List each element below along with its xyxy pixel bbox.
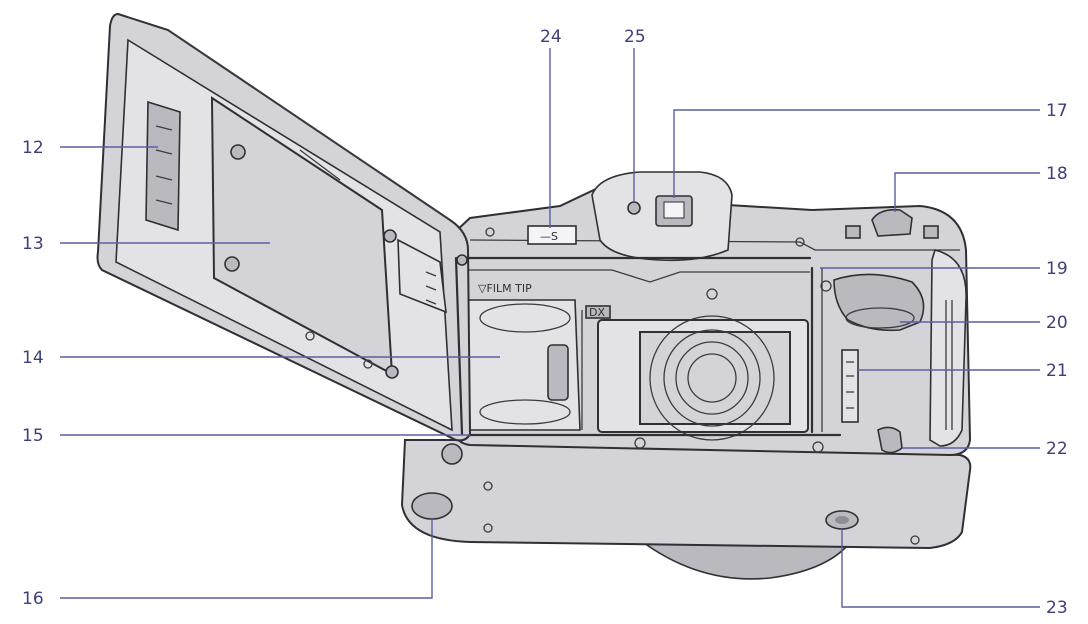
back-cover-latch bbox=[877, 426, 903, 454]
callout-25: 25 bbox=[624, 27, 646, 47]
leader-23 bbox=[841, 530, 1040, 608]
callout-13: 13 bbox=[22, 234, 44, 254]
callout-20: 20 bbox=[1046, 313, 1068, 333]
svg-text:DX: DX bbox=[589, 306, 605, 319]
leader-lines bbox=[60, 48, 1040, 608]
data-back-panel bbox=[145, 100, 181, 232]
film-detect-switch bbox=[841, 349, 859, 423]
rewind-button bbox=[871, 208, 913, 237]
leader-18 bbox=[894, 172, 1040, 212]
led-indicator bbox=[627, 201, 641, 215]
lens-rings bbox=[649, 315, 775, 441]
film-tip-marking: ▽FILM TIP bbox=[478, 282, 532, 295]
callout-14: 14 bbox=[22, 348, 44, 368]
callout-17: 17 bbox=[1046, 101, 1068, 121]
leader-16 bbox=[60, 520, 433, 599]
callout-24: 24 bbox=[540, 27, 562, 47]
dx-contacts bbox=[585, 305, 611, 319]
leader-17 bbox=[673, 109, 1040, 198]
callout-16: 16 bbox=[22, 589, 44, 609]
battery-cover bbox=[411, 492, 453, 520]
callout-22: 22 bbox=[1046, 439, 1068, 459]
lens-barrel bbox=[637, 539, 854, 580]
frame-counter-text: —S bbox=[540, 230, 558, 243]
callout-23: 23 bbox=[1046, 598, 1068, 618]
frame-counter-window bbox=[527, 225, 577, 245]
callout-21: 21 bbox=[1046, 361, 1068, 381]
camera-body: —S ▽FILM TIP DX bbox=[400, 171, 972, 580]
callout-18: 18 bbox=[1046, 164, 1068, 184]
cover-latch-tab bbox=[397, 238, 447, 314]
right-hinge bbox=[929, 249, 967, 447]
callout-15: 15 bbox=[22, 426, 44, 446]
callout-labels: 12 13 14 15 16 17 18 19 20 21 22 23 24 2… bbox=[22, 27, 1068, 618]
callout-19: 19 bbox=[1046, 259, 1068, 279]
callout-12: 12 bbox=[22, 138, 44, 158]
back-cover bbox=[96, 12, 472, 442]
grip-switch-left bbox=[845, 225, 861, 239]
grip-switch-right bbox=[923, 225, 939, 239]
